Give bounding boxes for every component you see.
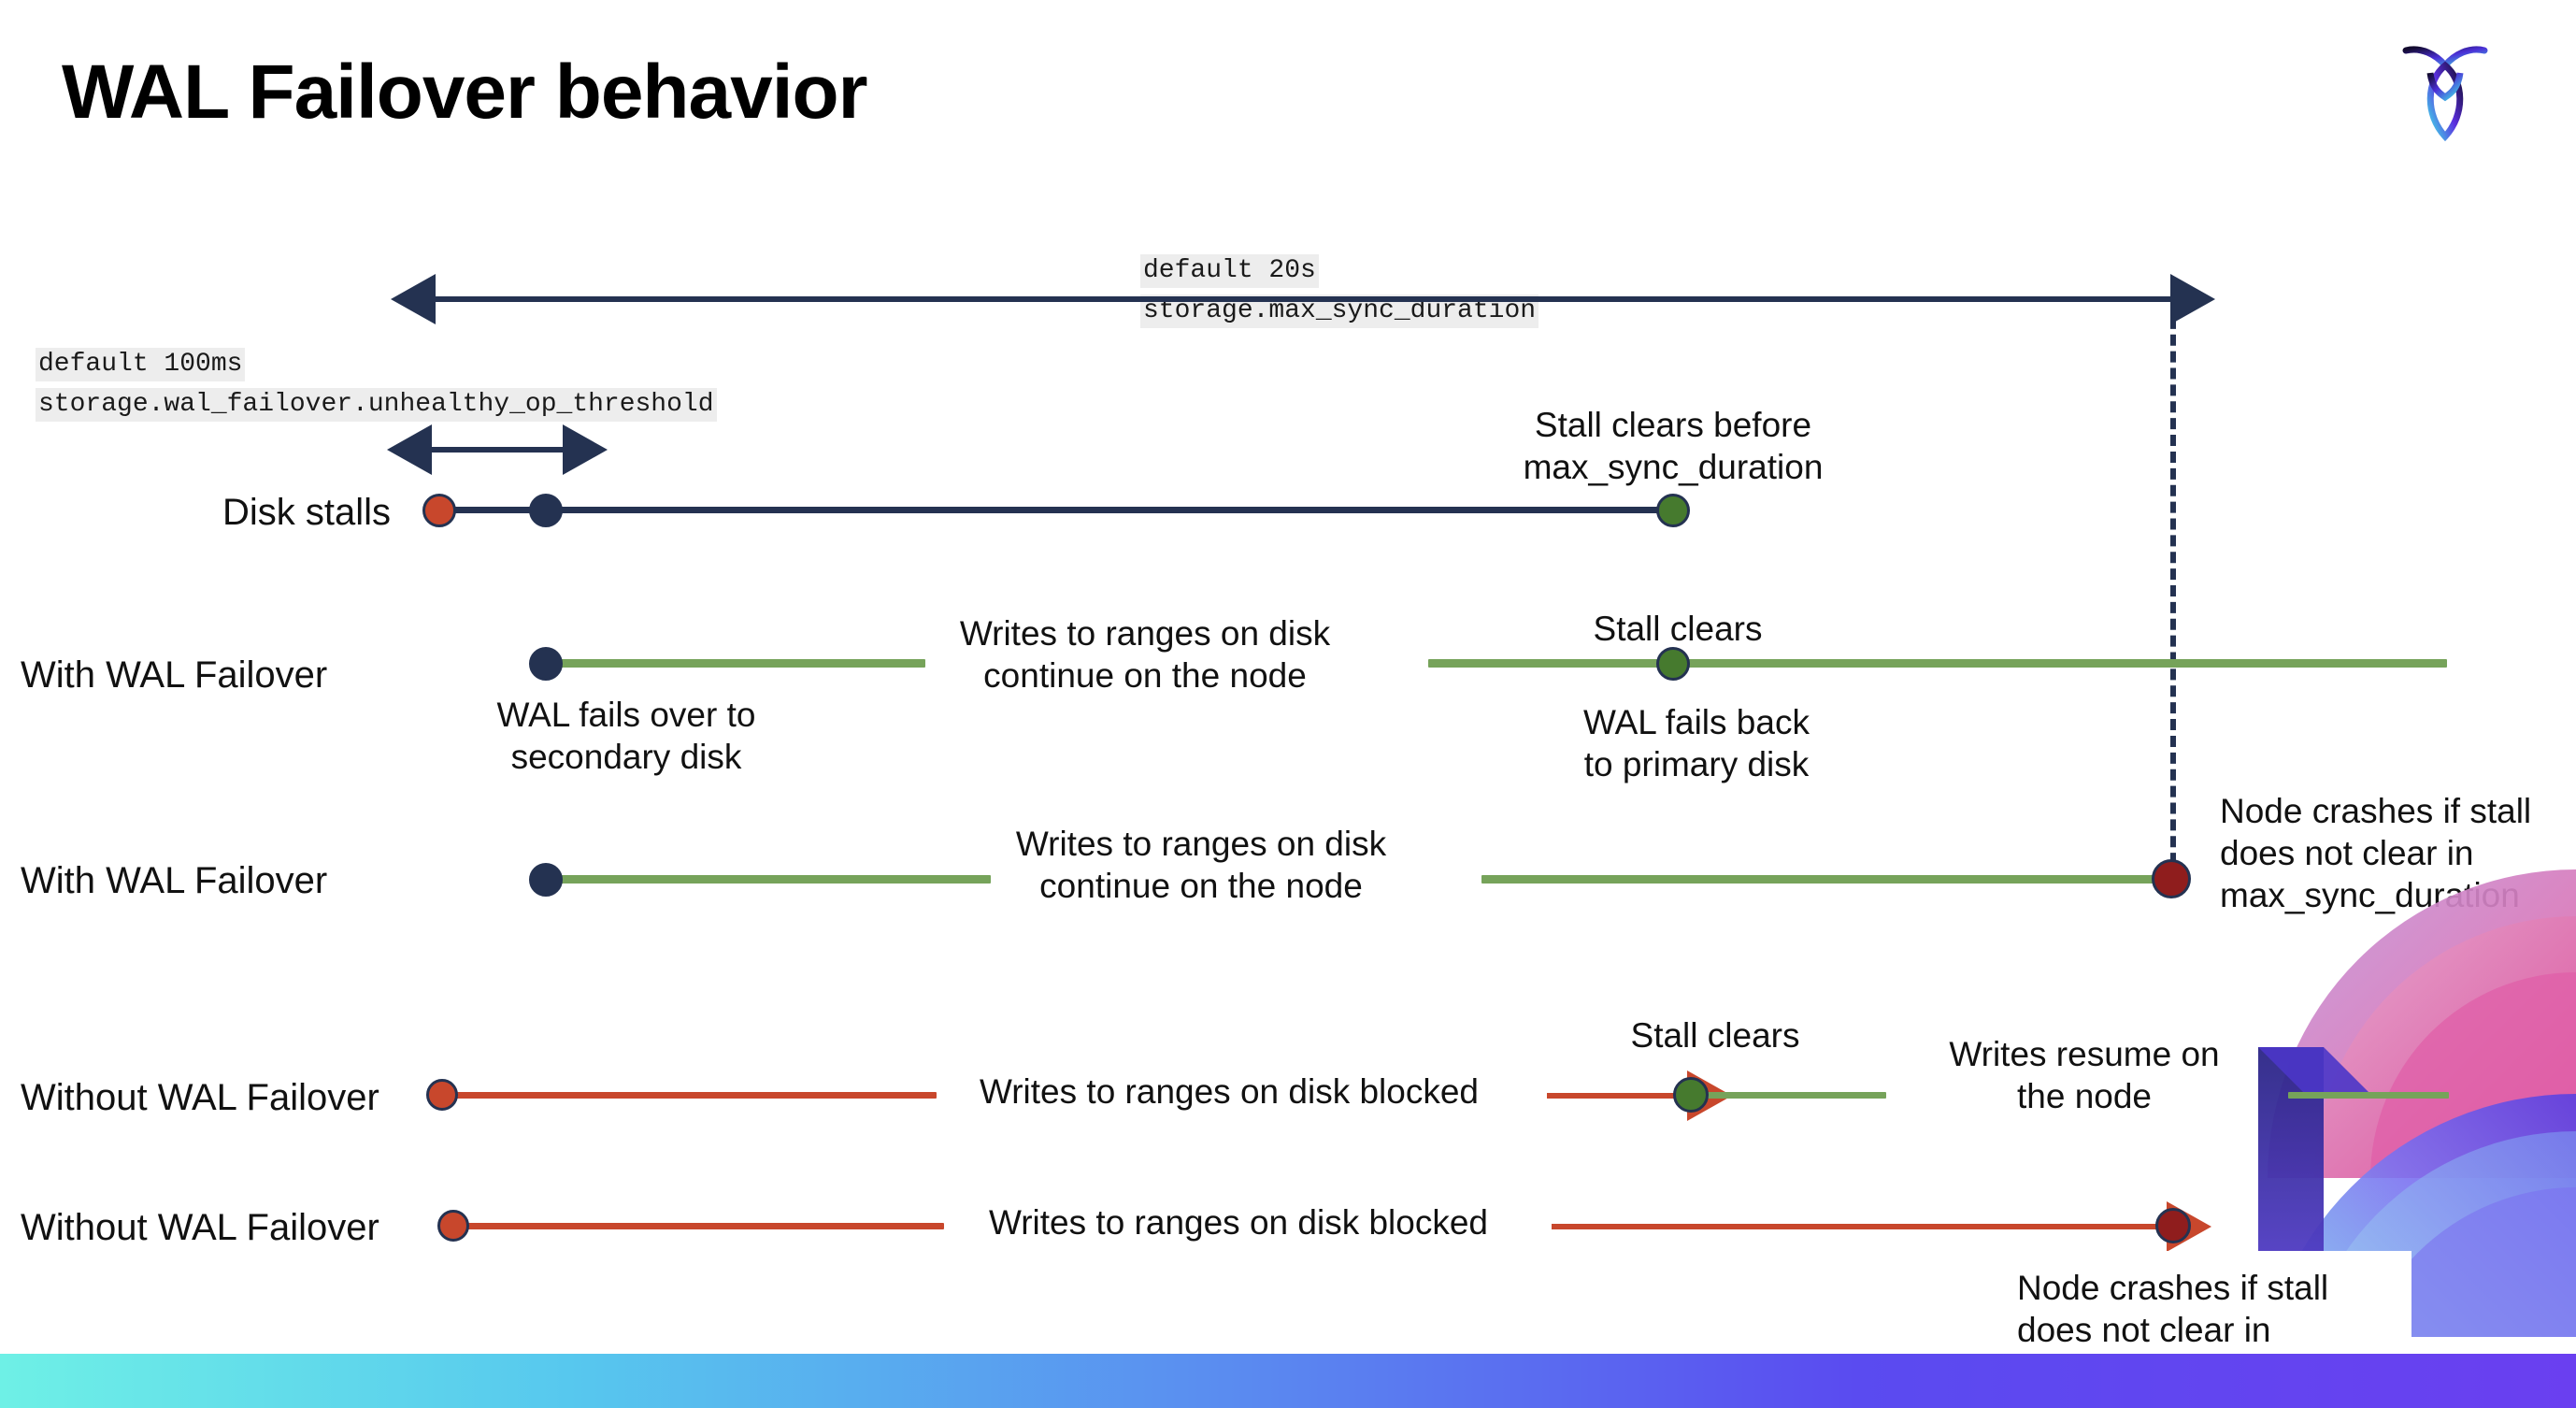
disk-stall-clear-dot [1656, 494, 1690, 527]
row3-failover-dot [529, 863, 563, 897]
max-sync-dashed-connector [2170, 301, 2176, 881]
row-label-without-wal-failover-2: Without WAL Failover [21, 1207, 379, 1248]
row5-node-crash-dot [2155, 1208, 2191, 1243]
row2-green-segment-right [1428, 659, 2447, 668]
page-title: WAL Failover behavior [62, 50, 868, 135]
disk-stalls-timeline [439, 507, 1673, 513]
row4-red-segment-left [451, 1092, 937, 1099]
row3-green-segment-left [551, 875, 991, 884]
row2-failover-dot [529, 647, 563, 681]
annotation-stall-clears-2: Stall clears [1630, 1016, 1800, 1055]
row5-stall-start-dot [437, 1210, 469, 1242]
annotation-writes-blocked-1: Writes to ranges on disk blocked [979, 1072, 1480, 1111]
max-sync-default-label: default 20s [1140, 254, 1319, 289]
row4-stall-clear-dot [1673, 1077, 1709, 1113]
annotation-stall-clears-1: Stall clears [1593, 610, 1763, 648]
row2-green-segment-left [551, 659, 925, 668]
unhealthy-op-default-label: default 100ms [36, 348, 246, 382]
annotation-writes-continue-1: Writes to ranges on disk continue on the… [959, 614, 1331, 696]
annotation-writes-resume: Writes resume on the node [1949, 1035, 2220, 1116]
row3-green-segment-right [1481, 875, 2173, 884]
row4-green-segment-mid [1699, 1092, 1886, 1099]
row-label-without-wal-failover-1: Without WAL Failover [21, 1077, 379, 1118]
row-label-disk-stalls: Disk stalls [222, 492, 392, 533]
row3-node-crash-dot [2152, 859, 2191, 898]
row5-red-segment-left [462, 1223, 944, 1229]
row4-stall-start-dot [426, 1079, 458, 1111]
unhealthy-op-setting-label: storage.wal_failover.unhealthy_op_thresh… [36, 388, 717, 423]
row-label-with-wal-failover-1: With WAL Failover [21, 654, 328, 696]
disk-stall-start-dot [422, 494, 456, 527]
row-label-with-wal-failover-2: With WAL Failover [21, 860, 328, 901]
annotation-node-crashes-1: Node crashes if stall does not clear in … [2220, 792, 2532, 915]
max-sync-setting-label: storage.max_sync_duration [1140, 295, 1539, 329]
annotation-writes-blocked-2: Writes to ranges on disk blocked [988, 1203, 1489, 1242]
annotation-writes-continue-2: Writes to ranges on disk continue on the… [1015, 825, 1387, 906]
row4-green-segment-right [2288, 1092, 2449, 1099]
annotation-wal-fails-over: WAL fails over to secondary disk [496, 696, 756, 777]
disk-stall-failover-dot [529, 494, 563, 527]
annotation-stall-clears-before: Stall clears before max_sync_duration [1523, 406, 1824, 487]
cockroachdb-logo-icon [2389, 28, 2501, 150]
bottom-gradient-bar [0, 1354, 2576, 1408]
annotation-wal-fails-back: WAL fails back to primary disk [1583, 703, 1810, 784]
row2-stall-clear-dot [1656, 647, 1690, 681]
